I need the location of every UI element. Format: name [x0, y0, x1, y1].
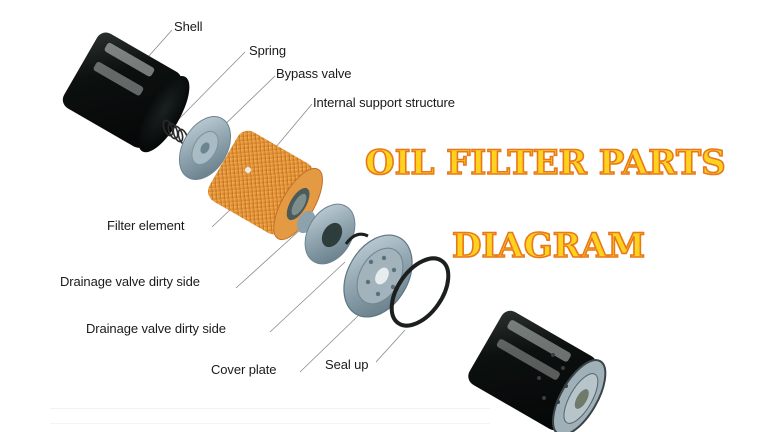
title-line-1: OIL FILTER PARTS: [364, 142, 726, 184]
faint-watermark: [50, 408, 490, 424]
filter-element-part: [208, 130, 323, 241]
label-cover-plate: Cover plate: [211, 362, 277, 377]
label-filter-element: Filter element: [107, 218, 185, 233]
label-drainage-valve-dirty-side-2: Drainage valve dirty side: [86, 321, 226, 336]
label-internal-support-structure: Internal support structure: [313, 95, 455, 110]
label-spring: Spring: [249, 43, 286, 58]
seal-ring-part: [389, 256, 451, 328]
drainage-valve-part: [296, 203, 356, 265]
label-drainage-valve-dirty-side-1: Drainage valve dirty side: [60, 274, 200, 289]
leader-lines: [139, 29, 406, 373]
assembled-filter-part: [468, 310, 607, 432]
label-shell: Shell: [174, 19, 203, 34]
title-line-2: DIAGRAM: [451, 225, 646, 267]
bypass-valve-part: [178, 116, 232, 180]
shell-part: [62, 32, 190, 153]
label-bypass-valve: Bypass valve: [276, 66, 352, 81]
label-seal-up: Seal up: [325, 357, 369, 372]
small-seal-ring: [344, 232, 369, 245]
